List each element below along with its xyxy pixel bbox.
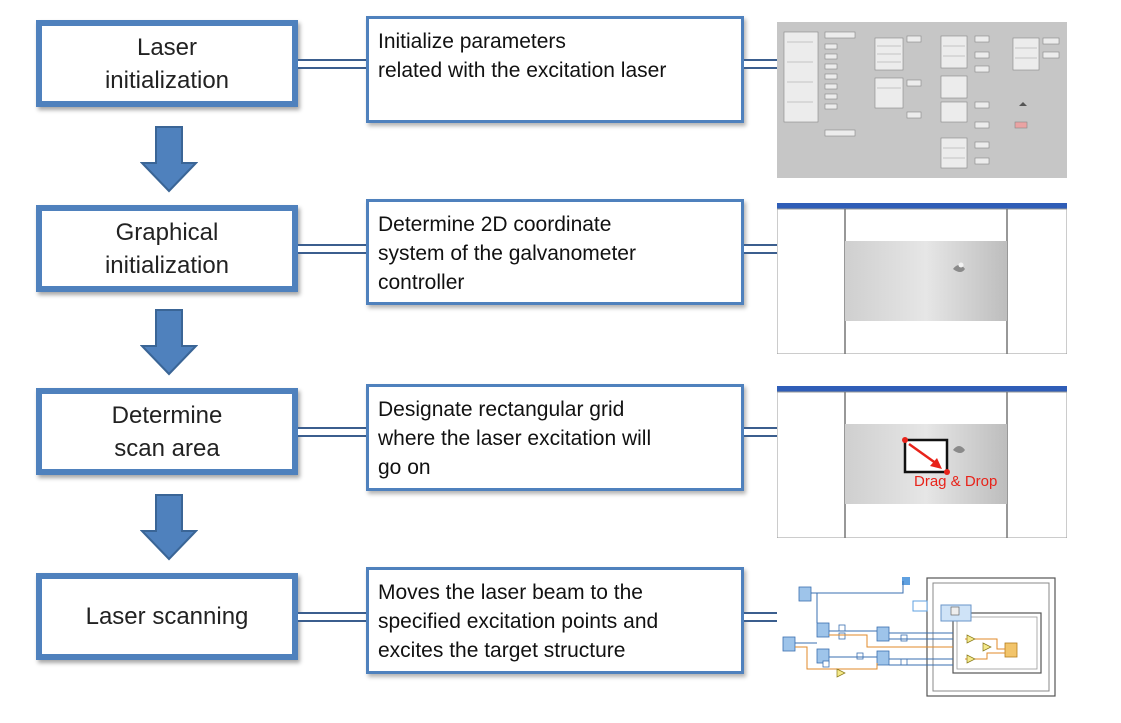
thumbnail-block-diagram bbox=[777, 573, 1067, 707]
description-laser-initialization: Initialize parameters related with the e… bbox=[366, 16, 744, 123]
description-determine-scan-area: Designate rectangular grid where the las… bbox=[366, 384, 744, 491]
thumbnail-laser-parameters-panel bbox=[777, 22, 1067, 178]
connector-step4-description bbox=[298, 612, 368, 622]
step-determine-scan-area: Determine scan area bbox=[36, 388, 298, 475]
connector-step3-description bbox=[298, 427, 368, 437]
connector-step2-description bbox=[298, 244, 368, 254]
description-laser-scanning: Moves the laser beam to the specified ex… bbox=[366, 567, 744, 674]
step-laser-scanning: Laser scanning bbox=[36, 573, 298, 660]
connector-description4-thumbnail bbox=[744, 612, 778, 622]
thumbnail-galvanometer-window bbox=[777, 203, 1067, 354]
connector-description3-thumbnail bbox=[744, 427, 778, 437]
step-laser-initialization: Laser initialization bbox=[36, 20, 298, 107]
connector-description2-thumbnail bbox=[744, 244, 778, 254]
step-graphical-initialization: Graphical initialization bbox=[36, 205, 298, 292]
thumbnail-scan-area-window bbox=[777, 386, 1067, 538]
drag-drop-annotation: Drag & Drop bbox=[914, 473, 998, 490]
down-arrow-1 bbox=[140, 126, 198, 193]
down-arrow-2 bbox=[140, 309, 198, 376]
down-arrow-3 bbox=[140, 494, 198, 561]
connector-description1-thumbnail bbox=[744, 59, 778, 69]
connector-step1-description bbox=[298, 59, 368, 69]
description-graphical-initialization: Determine 2D coordinate system of the ga… bbox=[366, 199, 744, 305]
